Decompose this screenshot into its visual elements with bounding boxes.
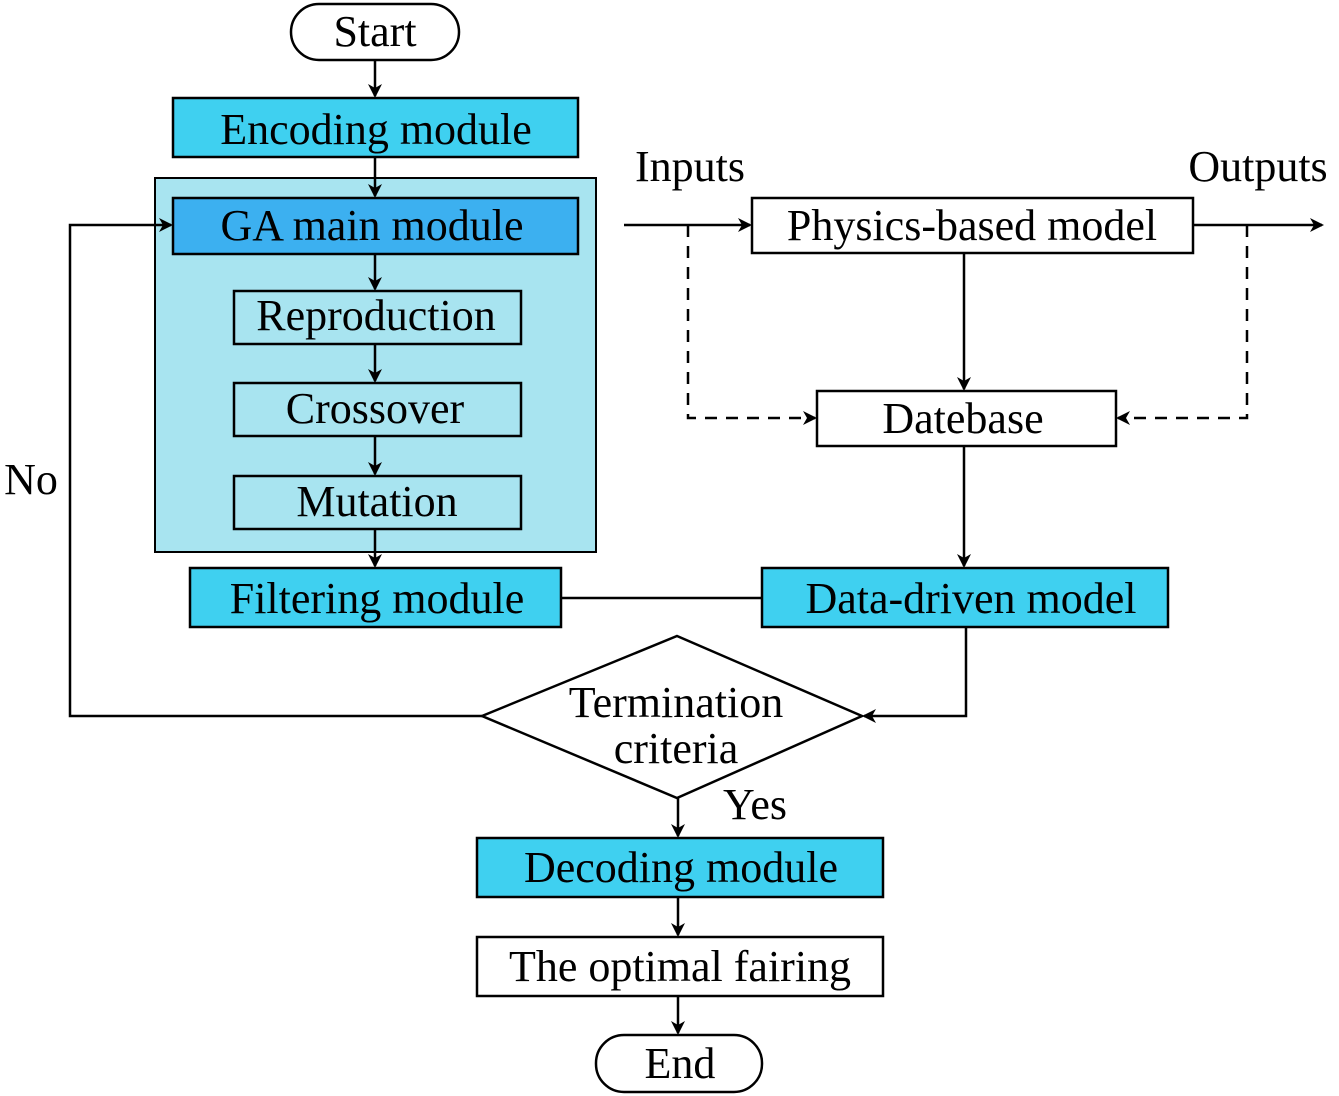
ga-main-module-label: GA main module bbox=[220, 201, 523, 250]
filtering-module-label: Filtering module bbox=[230, 574, 525, 623]
start-label: Start bbox=[333, 7, 416, 56]
arrow-no-loop bbox=[68, 218, 482, 718]
encoding-module-box bbox=[171, 96, 580, 159]
dashed-outputs-database bbox=[1116, 225, 1249, 425]
decoding-module-box bbox=[475, 836, 885, 899]
database-label: Datebase bbox=[882, 394, 1043, 443]
termination-label-line2: criteria bbox=[614, 724, 739, 773]
physics-model-label: Physics-based model bbox=[787, 201, 1157, 250]
encoding-module-label: Encoding module bbox=[220, 105, 532, 154]
data-driven-model-label: Data-driven model bbox=[805, 574, 1136, 623]
ga-main-module-box bbox=[171, 196, 580, 256]
reproduction-box bbox=[232, 289, 523, 346]
end-node bbox=[594, 1033, 764, 1094]
inputs-label: Inputs bbox=[635, 142, 745, 191]
outputs-label: Outputs bbox=[1188, 142, 1327, 191]
arrow-datadriven-termination bbox=[862, 627, 968, 723]
crossover-box bbox=[232, 381, 523, 438]
yes-label: Yes bbox=[723, 780, 787, 829]
decoding-module-label: Decoding module bbox=[524, 843, 838, 892]
reproduction-label: Reproduction bbox=[256, 291, 496, 340]
dashed-inputs-database bbox=[686, 225, 817, 425]
optimal-fairing-label: The optimal fairing bbox=[509, 942, 851, 991]
database-box bbox=[815, 389, 1118, 448]
end-label: End bbox=[645, 1039, 716, 1088]
termination-label-line1: Termination bbox=[569, 678, 783, 727]
mutation-box bbox=[232, 474, 523, 531]
crossover-label: Crossover bbox=[286, 384, 465, 433]
mutation-label: Mutation bbox=[296, 477, 457, 526]
physics-model-box bbox=[750, 196, 1195, 255]
no-label: No bbox=[4, 455, 58, 504]
optimal-fairing-box bbox=[475, 935, 885, 998]
